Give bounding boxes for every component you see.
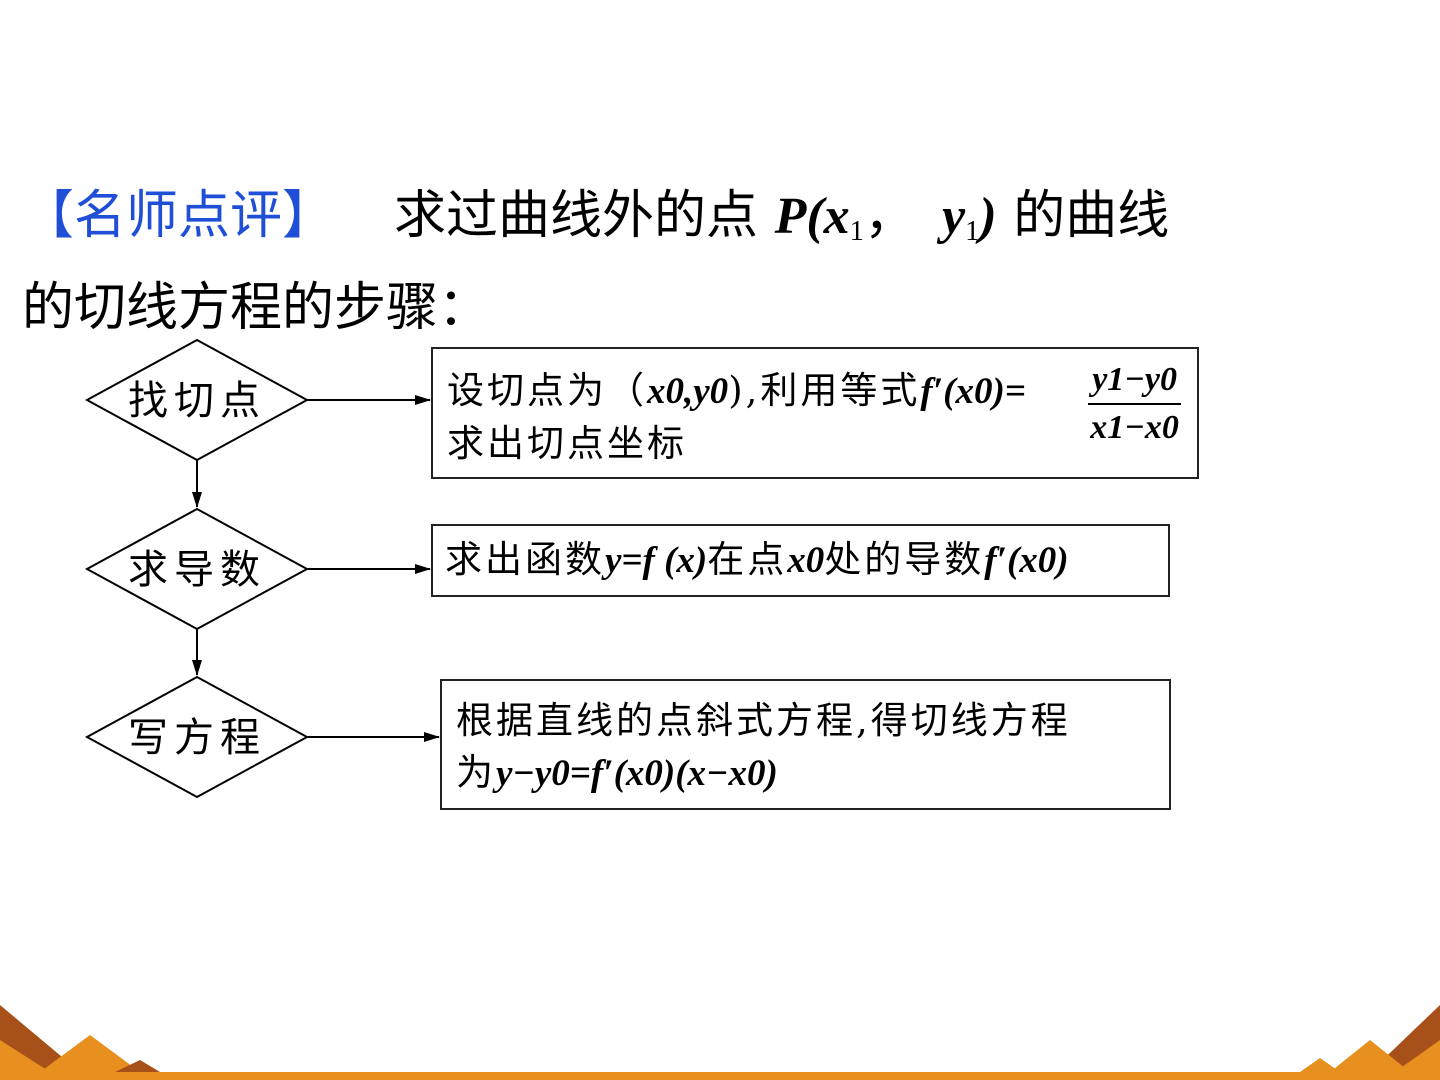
heading-line2: 的切线方程的步骤： — [22, 278, 491, 339]
step-label-3: 写方程 — [128, 715, 266, 761]
step-desc-1-line1: 设切点为（x0,y0),利用等式f′(x0)= — [447, 369, 1026, 412]
heading-text-before: 求过曲线外的点 — [394, 186, 759, 246]
step-desc-box-1: 设切点为（x0,y0),利用等式f′(x0)= 求出切点坐标 y1−y0 x1−… — [431, 347, 1199, 479]
step-label-1: 找切点 — [128, 378, 266, 424]
step-desc-3-line1: 根据直线的点斜式方程,得切线方程 — [456, 699, 1071, 742]
heading-tag: 【名师点评】 — [22, 186, 335, 246]
heading-text-after: 的曲线 — [1013, 186, 1170, 246]
step-desc-1-line2: 求出切点坐标 — [447, 422, 687, 465]
step-desc-3-line2: 为y−y0=f′(x0)(x−x0) — [456, 751, 778, 794]
step-desc-box-2: 求出函数y=f (x)在点x0处的导数f′(x0) — [431, 524, 1170, 597]
page-heading: 【名师点评】求过曲线外的点 P(x1， y1) 的曲线 的切线方程的步骤： — [22, 178, 1422, 346]
point-expression: P(x1， y1) — [774, 188, 997, 248]
diamond-step-3 — [84, 675, 310, 799]
step-label-2: 求导数 — [128, 547, 266, 593]
step-desc-box-3: 根据直线的点斜式方程,得切线方程 为y−y0=f′(x0)(x−x0) — [440, 679, 1171, 810]
slope-fraction: y1−y0 x1−x0 — [1088, 357, 1181, 451]
